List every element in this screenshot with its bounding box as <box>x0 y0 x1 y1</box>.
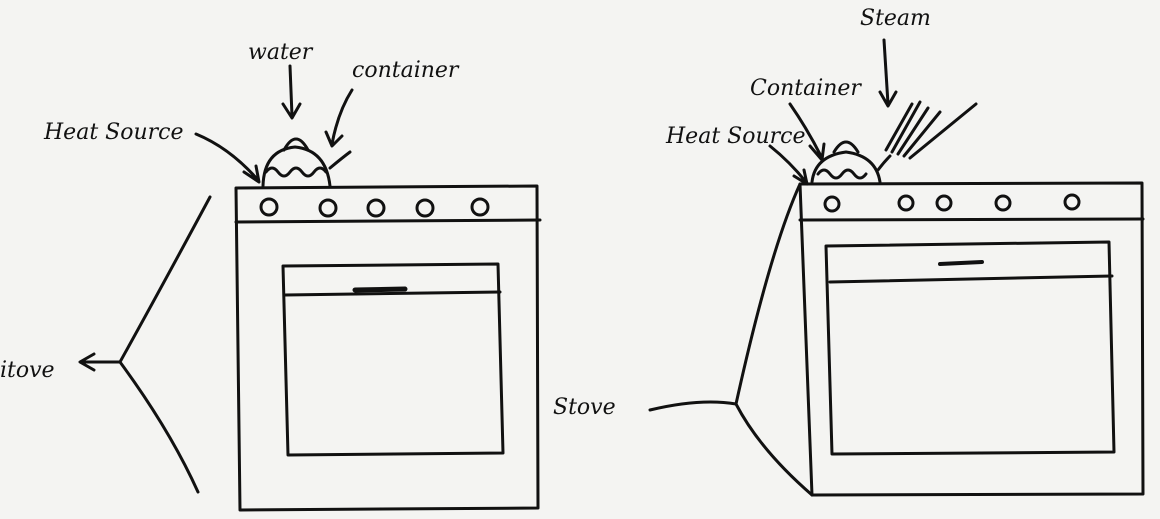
right-knob <box>996 196 1010 210</box>
container-arrow-left <box>326 90 352 146</box>
steam-arrow <box>880 40 896 106</box>
left-knob <box>320 200 336 216</box>
stove-bracket-left <box>120 197 210 492</box>
right-burner-knobs <box>825 195 1079 211</box>
right-stove-body <box>800 183 1143 495</box>
left-stove-body <box>236 186 538 510</box>
left-kettle <box>263 139 350 186</box>
steam-lines <box>886 102 976 158</box>
right-knob <box>1065 195 1079 209</box>
heat-source-arrow-right <box>770 146 807 184</box>
left-oven-handle <box>355 289 405 290</box>
water-label: water <box>248 42 312 64</box>
right-kettle-spout <box>878 156 890 170</box>
left-control-panel-divider <box>236 220 540 222</box>
heat-source-label-right: Heat Source <box>666 126 806 148</box>
stove-arrow-right <box>650 402 736 410</box>
steam-line <box>910 104 976 158</box>
left-kettle-spout <box>330 152 350 168</box>
right-oven-window-bar <box>830 276 1112 282</box>
right-control-panel-divider <box>800 219 1143 220</box>
stove-label-left: itove <box>0 360 55 382</box>
left-oven-window-bar <box>285 292 500 295</box>
heat-source-arrow-left <box>196 134 259 182</box>
left-water-wave <box>266 168 326 176</box>
right-stove <box>736 183 1143 495</box>
right-knob <box>899 196 913 210</box>
right-knob <box>825 197 839 211</box>
right-oven-handle <box>940 262 982 264</box>
right-water-wave <box>818 170 866 178</box>
left-knob <box>368 200 384 216</box>
stove-arrow-left <box>80 354 120 370</box>
steam-line <box>886 104 912 150</box>
container-label-right: Container <box>750 78 861 100</box>
left-knob <box>261 199 277 215</box>
left-knob <box>417 200 433 216</box>
stove-label-right: Stove <box>553 397 616 419</box>
container-label-left: container <box>352 60 458 82</box>
left-knob <box>472 199 488 215</box>
left-kettle-body <box>263 147 330 186</box>
steam-label: Steam <box>860 8 931 30</box>
right-knob <box>937 196 951 210</box>
left-burner-knobs <box>261 199 488 216</box>
left-stove <box>236 186 540 510</box>
heat-source-label-left: Heat Source <box>44 122 184 144</box>
water-arrow <box>283 66 300 118</box>
right-oven-window <box>826 242 1114 454</box>
